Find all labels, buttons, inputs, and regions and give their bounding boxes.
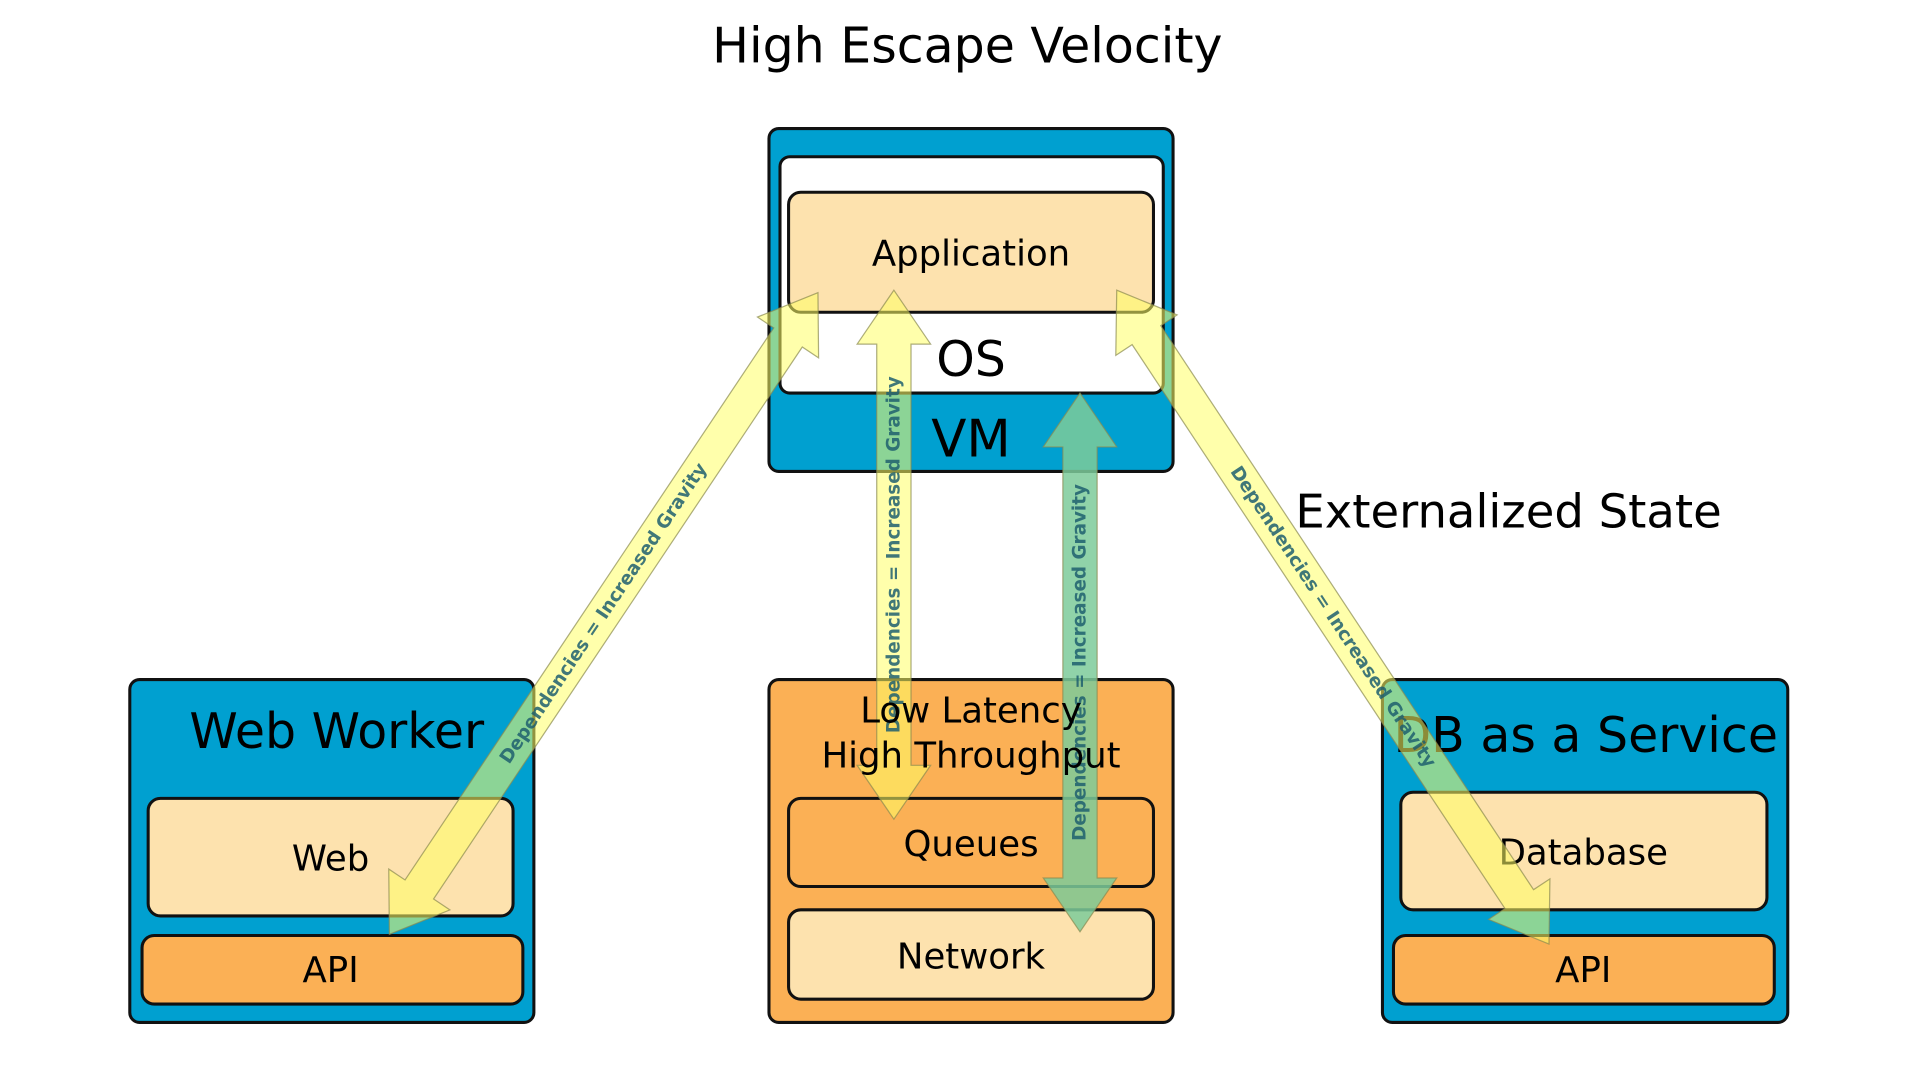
vm-label: VM <box>931 410 1011 470</box>
high-throughput-label: High Throughput <box>821 736 1120 777</box>
low-latency-label: Low Latency <box>860 690 1082 731</box>
arrow-shape <box>855 289 932 821</box>
arrow-network-to-vm: Dependencies = Increased Gravity <box>1042 391 1118 933</box>
arrow-shape <box>1115 289 1551 945</box>
arrow-label: Dependencies = Increased Gravity <box>496 459 712 767</box>
db-api-box <box>1391 933 1776 1006</box>
arrow-shape <box>388 291 820 936</box>
web-api-label: API <box>303 950 359 991</box>
database-label: Database <box>1499 832 1668 873</box>
messaging-heading: Low Latency High Throughput <box>821 690 1120 776</box>
application-label: Application <box>872 234 1070 275</box>
os-label: OS <box>936 331 1006 388</box>
web-worker-title: Web Worker <box>189 703 485 760</box>
web-api-box <box>140 933 525 1006</box>
web-worker: Web Worker Web API <box>128 678 536 1024</box>
web-label: Web <box>292 839 369 880</box>
db-service: DB as a Service Database API <box>1380 678 1790 1024</box>
vm-stack: Application OS VM <box>767 127 1175 473</box>
queues-label: Queues <box>903 824 1038 865</box>
arrow-shape <box>1042 391 1118 933</box>
db-api-label: API <box>1555 950 1611 991</box>
arrow-label: Dependencies = Increased Gravity <box>1070 484 1091 841</box>
network-box <box>787 908 1155 1001</box>
arrow-label: Dependencies = Increased Gravity <box>883 376 904 733</box>
application-box <box>787 190 1155 314</box>
externalized-state-label: Externalized State <box>1295 485 1721 539</box>
diagram-title: High Escape Velocity <box>712 17 1222 74</box>
arrow-queues-to-application: Dependencies = Increased Gravity <box>855 289 932 821</box>
db-service-title: DB as a Service <box>1393 707 1778 764</box>
network-label: Network <box>897 937 1046 978</box>
